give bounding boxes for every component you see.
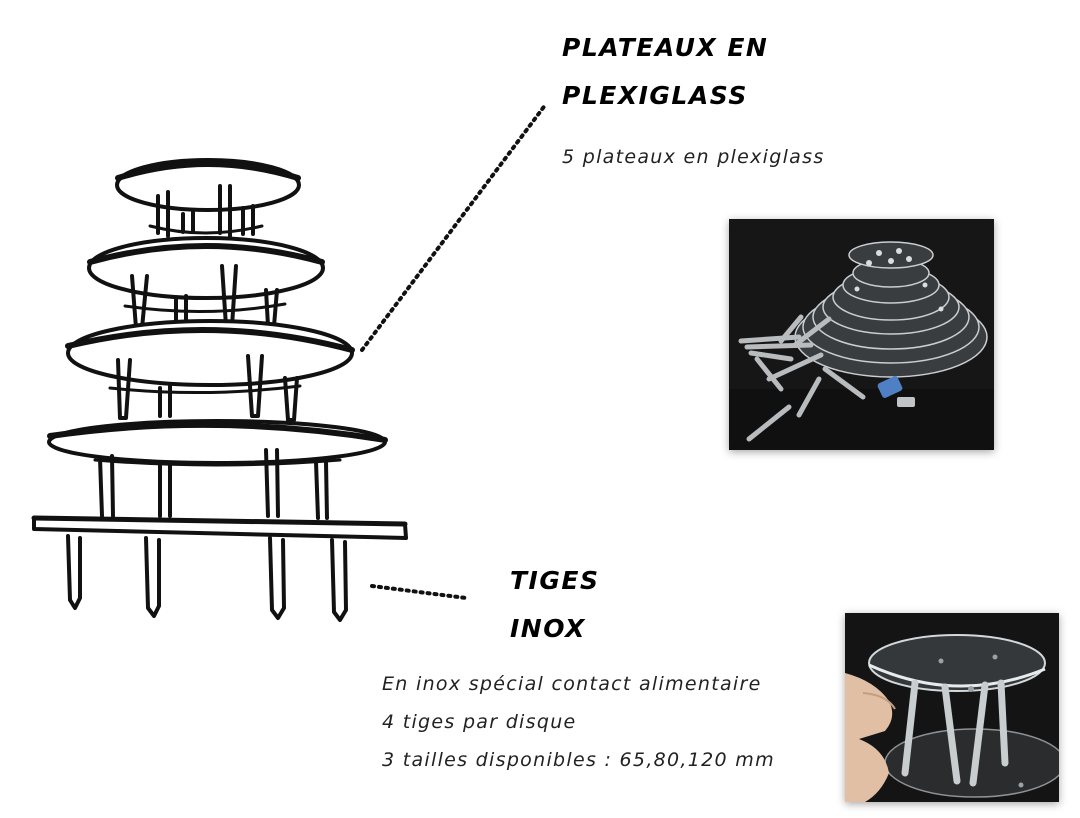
tiges-line-1: En inox spécial contact alimentaire <box>382 673 762 695</box>
base-plate <box>31 515 408 540</box>
steel-rod-assembly-photo <box>845 613 1059 802</box>
plateaux-heading-line2: PLEXIGLASS <box>562 81 748 110</box>
tier-4 <box>47 419 388 520</box>
plateaux-heading-line1: PLATEAUX EN <box>562 33 769 62</box>
tiges-line-2: 4 tiges par disque <box>382 711 577 733</box>
tier-1 <box>115 158 301 238</box>
tiges-line-3: 3 tailles disponibles : 65,80,120 mm <box>382 749 775 771</box>
leader-line-tiges <box>370 584 468 600</box>
plateaux-heading: PLATEAUX EN PLEXIGLASS <box>562 24 768 120</box>
tiges-heading-line2: INOX <box>510 614 586 643</box>
tiges-heading: TIGES INOX <box>510 557 599 653</box>
acrylic-plates-photo <box>729 219 994 450</box>
plateaux-description: 5 plateaux en plexiglass <box>562 146 825 168</box>
leader-line-plateaux <box>360 102 548 352</box>
legs <box>66 534 348 622</box>
tiges-heading-line1: TIGES <box>510 566 600 595</box>
tier-2 <box>87 236 325 330</box>
tier-3 <box>65 319 355 422</box>
tiges-description: En inox spécial contact alimentaire 4 ti… <box>382 665 775 779</box>
